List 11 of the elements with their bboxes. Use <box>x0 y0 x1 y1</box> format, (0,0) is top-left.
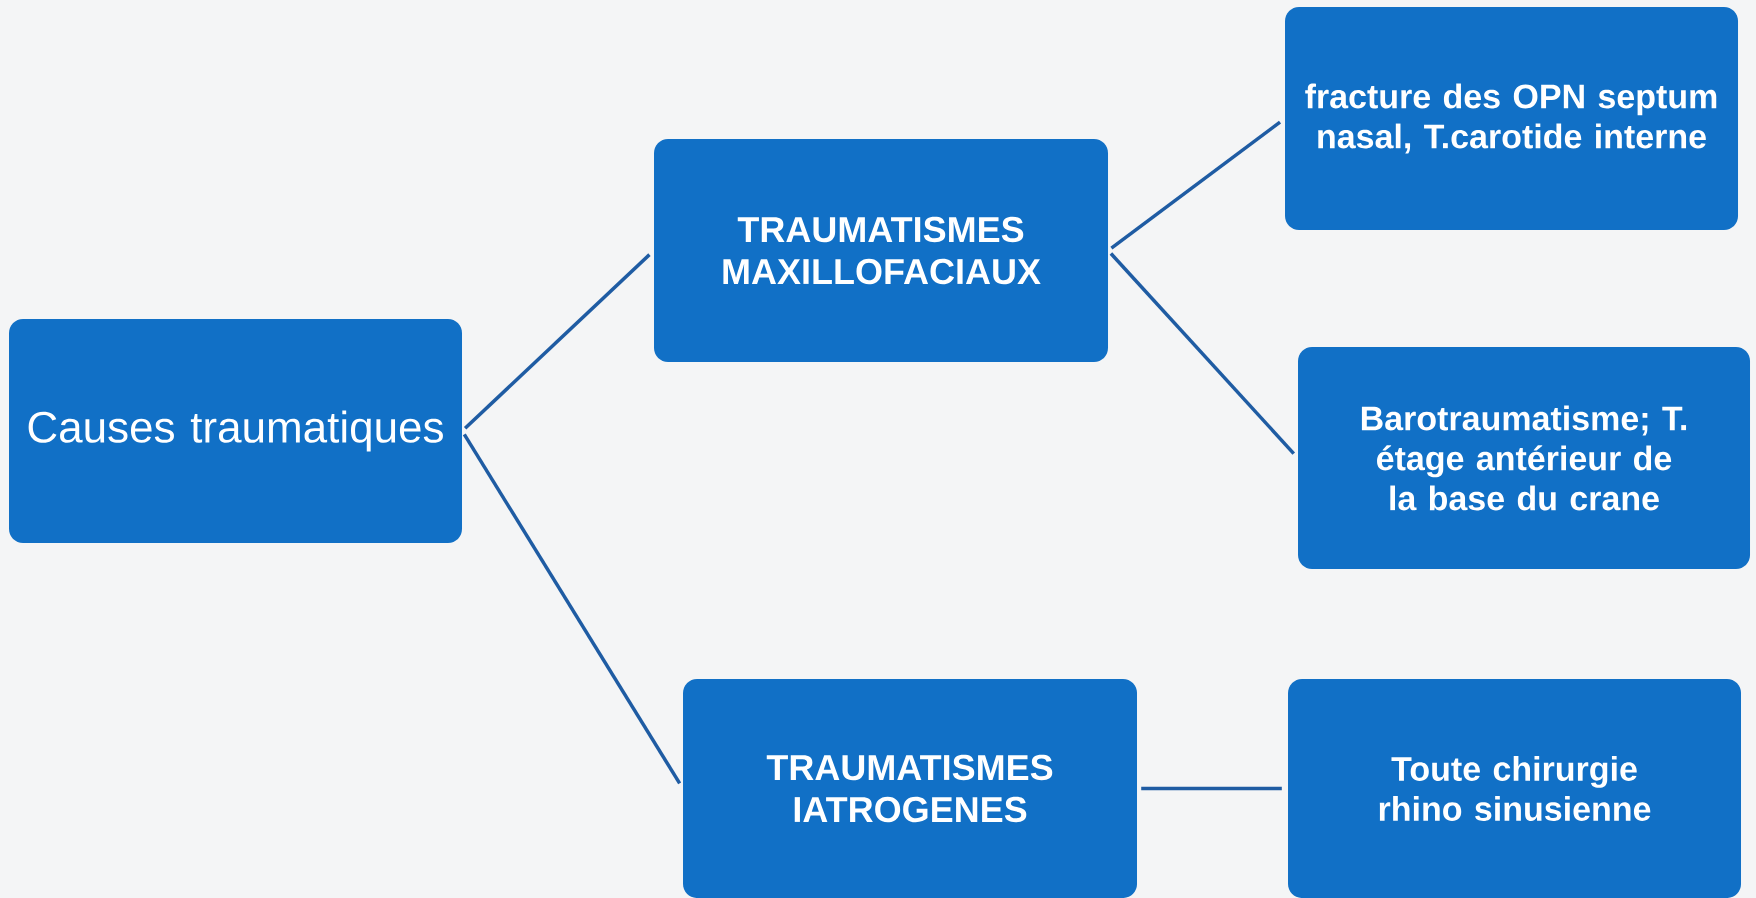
process-box: Toute chirurgie rhino sinusienne <box>1288 679 1741 898</box>
connector-line <box>463 253 651 430</box>
connector-line <box>462 433 682 785</box>
process-box: Barotraumatisme; T. étage antérieur de la base du crane <box>1298 347 1750 569</box>
connector-line <box>1110 120 1282 250</box>
process-box: fracture des OPN septum nasal, T.carotide interne <box>1285 7 1738 230</box>
process-box: TRAUMATISMES MAXILLOFACIAUX <box>654 139 1108 362</box>
process-box: TRAUMATISMES IATROGENES <box>683 679 1137 898</box>
process-box: Causes traumatiques <box>9 319 462 543</box>
connector-line <box>1109 252 1296 455</box>
connector-line <box>1141 786 1282 791</box>
